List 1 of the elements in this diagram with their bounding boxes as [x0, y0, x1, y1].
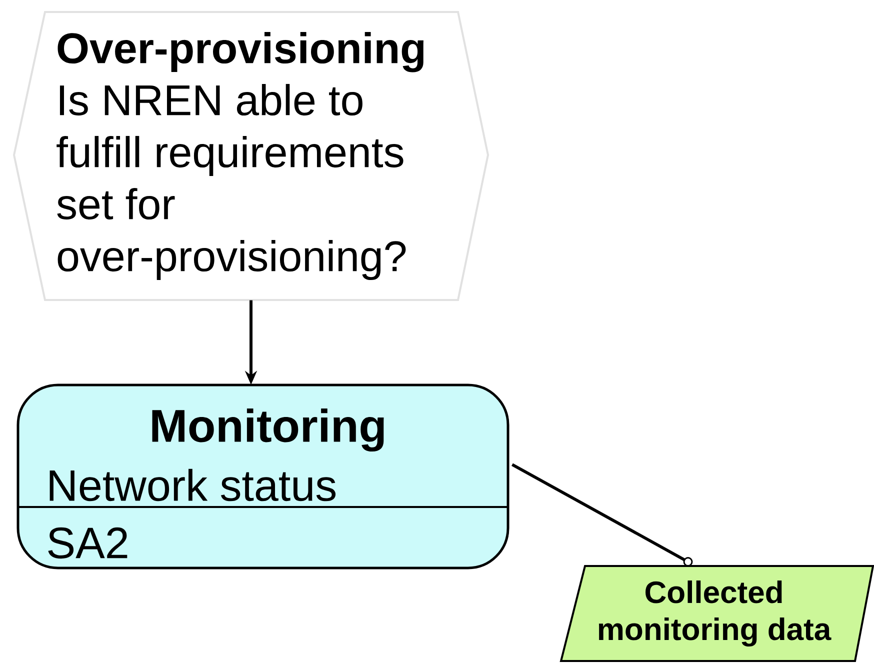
process-box: Monitoring Network status SA2 — [16, 384, 510, 570]
